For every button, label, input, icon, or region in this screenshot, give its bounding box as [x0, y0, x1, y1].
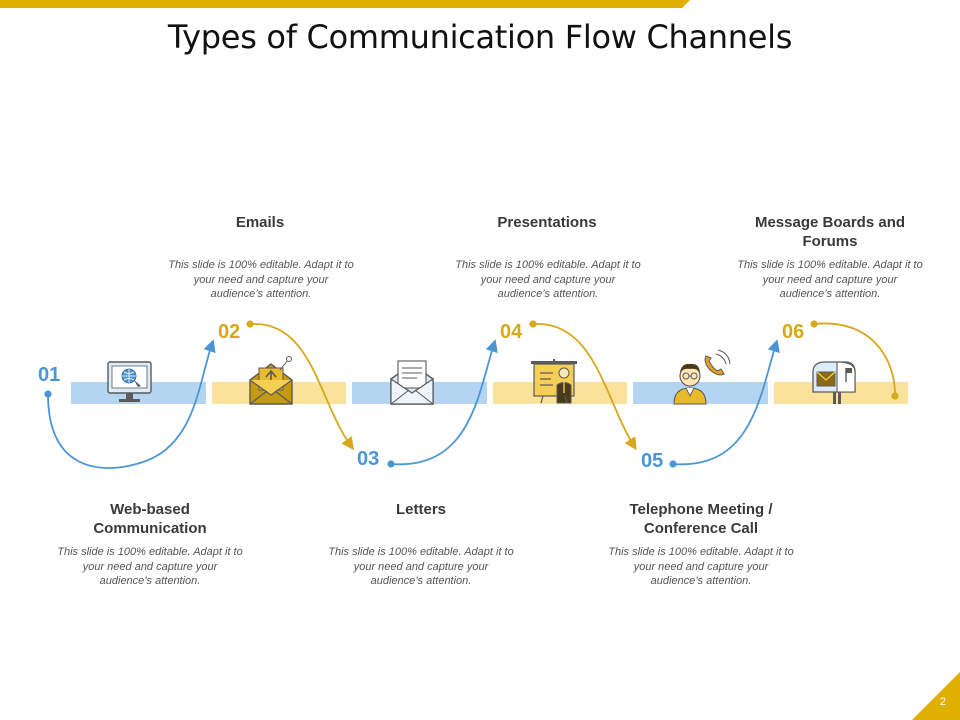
step-heading-web-based: Web-based Communication	[93, 501, 207, 537]
connector-06-end	[813, 322, 896, 395]
step-description-web-based: This slide is 100% editable. Adapt it to…	[57, 546, 243, 587]
step-description-telephone: This slide is 100% editable. Adapt it to…	[608, 546, 794, 587]
step-number-03: 03	[357, 448, 380, 470]
top-accent-bar	[0, 0, 690, 8]
email-envelope-icon	[249, 356, 293, 405]
step-number-01: 01	[38, 364, 61, 386]
step-number-02: 02	[218, 321, 241, 343]
mailbox-icon	[812, 361, 856, 404]
page-corner-triangle	[912, 672, 960, 720]
step-heading-message-boards: Message Boards and Forums	[754, 214, 906, 250]
connector-04-05	[532, 323, 637, 451]
step-heading-letters: Letters	[395, 501, 447, 518]
step-heading-presentations: Presentations	[497, 214, 597, 231]
computer-globe-icon	[107, 361, 152, 402]
step-description-presentations: This slide is 100% editable. Adapt it to…	[455, 259, 641, 300]
presentation-board-icon	[531, 359, 577, 404]
page-title: Types of Communication Flow Channels	[167, 18, 793, 56]
letter-envelope-icon	[390, 360, 434, 405]
telephone-person-icon	[673, 349, 731, 405]
step-heading-telephone: Telephone Meeting / Conference Call	[629, 501, 773, 537]
step-description-message-boards: This slide is 100% editable. Adapt it to…	[737, 259, 923, 300]
step-number-06: 06	[782, 321, 805, 343]
connector-02-03	[249, 323, 354, 451]
curve-end-dot	[891, 392, 899, 400]
step-number-04: 04	[500, 321, 523, 343]
step-heading-emails: Emails	[235, 214, 285, 231]
step-description-letters: This slide is 100% editable. Adapt it to…	[328, 546, 514, 587]
page-number: 2	[939, 696, 946, 708]
step-number-05: 05	[641, 450, 664, 472]
connector-03-04	[390, 339, 498, 466]
step-description-emails: This slide is 100% editable. Adapt it to…	[168, 259, 354, 300]
connector-01-02	[47, 339, 216, 469]
connector-05-06	[672, 339, 780, 466]
